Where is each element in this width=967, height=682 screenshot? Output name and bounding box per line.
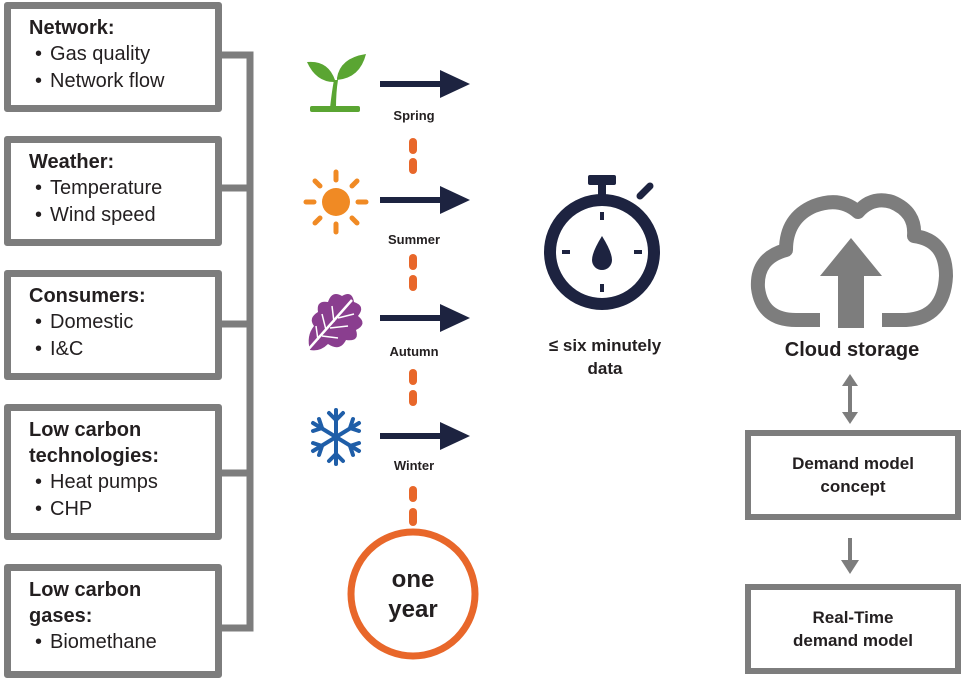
snowflake-icon	[311, 408, 361, 466]
input-box-low-carbon-gases: Low carbon gases: Biomethane	[4, 564, 222, 678]
list-item: Biomethane	[29, 629, 215, 656]
down-arrow	[841, 538, 859, 574]
input-box-consumers: Consumers: Domestic I&C	[4, 270, 222, 380]
stopwatch-icon	[544, 175, 660, 310]
list-item: Gas quality	[29, 41, 215, 68]
frequency-line1: ≤ six minutely	[548, 336, 662, 355]
season-arrows	[380, 70, 470, 450]
leaf-icon	[305, 294, 363, 353]
input-title: Weather:	[29, 151, 115, 173]
cloud-upload-icon	[750, 193, 953, 328]
arrow-winter	[380, 422, 470, 450]
realtime-line2: demand model	[793, 631, 913, 650]
list-item: Network flow	[29, 68, 215, 95]
input-title: Consumers:	[29, 285, 146, 307]
list-item: Temperature	[29, 175, 215, 202]
frequency-line2: data	[587, 359, 623, 378]
season-label-spring: Spring	[393, 108, 435, 123]
sprout-icon	[307, 54, 366, 112]
demand-concept-line1: Demand model	[792, 454, 914, 473]
frequency-label: ≤ six minutely data	[520, 334, 690, 380]
bracket-connector	[222, 51, 254, 632]
arrow-summer	[380, 186, 470, 214]
input-box-weather: Weather: Temperature Wind speed	[4, 136, 222, 246]
one-year-line1: one	[391, 566, 435, 593]
realtime-line1: Real-Time	[812, 608, 894, 627]
arrow-spring	[380, 70, 470, 98]
realtime-demand-model-box: Real-Time demand model	[745, 584, 961, 674]
demand-concept-line2: concept	[820, 477, 886, 496]
list-item: CHP	[29, 496, 215, 523]
input-title: Network:	[29, 17, 115, 39]
one-year-circle	[347, 528, 479, 660]
demand-model-concept-box: Demand model concept	[745, 430, 961, 520]
list-item: Wind speed	[29, 202, 215, 229]
cloud-storage-label: Cloud storage	[784, 339, 920, 361]
season-label-autumn: Autumn	[389, 344, 439, 359]
arrow-autumn	[380, 304, 470, 332]
season-label-winter: Winter	[393, 458, 435, 473]
season-label-summer: Summer	[387, 232, 441, 247]
input-title: Low carbon gases:	[29, 579, 142, 627]
list-item: I&C	[29, 336, 215, 363]
input-title: Low carbon technologies:	[29, 419, 160, 467]
list-item: Heat pumps	[29, 469, 215, 496]
one-year-label: one year	[353, 565, 473, 625]
one-year-line2: year	[388, 596, 438, 623]
input-box-low-carbon-technologies: Low carbon technologies: Heat pumps CHP	[4, 404, 222, 540]
sun-icon	[303, 169, 369, 235]
list-item: Domestic	[29, 309, 215, 336]
input-box-network: Network: Gas quality Network flow	[4, 2, 222, 112]
sync-double-arrow	[842, 374, 858, 424]
